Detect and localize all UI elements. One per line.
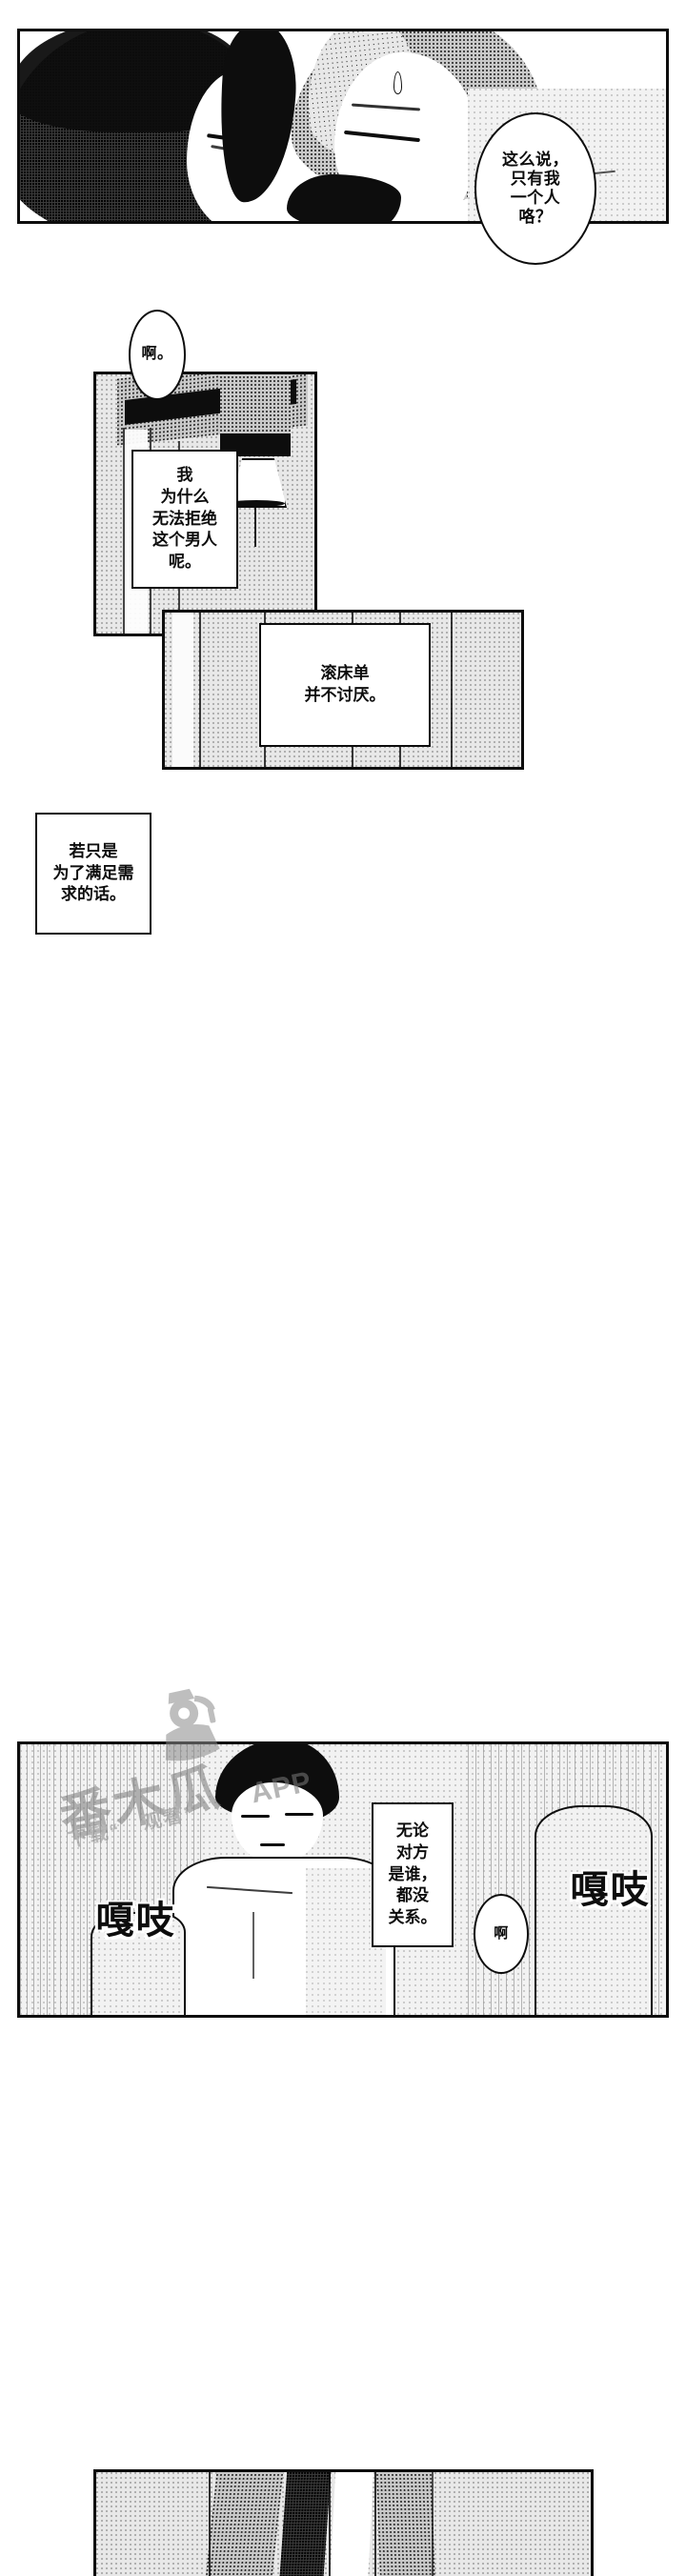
wall-line-w5 [451, 613, 453, 767]
eye-panel4-right [285, 1813, 313, 1816]
sheet-line-c [374, 2472, 376, 2576]
speech-balloon-ah: 啊。 [129, 310, 186, 400]
sheet-line-b [329, 2472, 331, 2576]
sheet-line-d [432, 2472, 434, 2576]
panel-4-man-torso-creak [17, 1741, 669, 2018]
sweat-drop-a [393, 71, 402, 94]
arm-left-panel4 [91, 1912, 186, 2015]
caption-sleeping-together-not-hateful: 滚床单 并不讨厌。 [259, 623, 431, 747]
speech-balloon-so-only-me: 这么说， 只有我 一个人 咯？ [474, 112, 596, 265]
caption-text: 我 为什么 无法拒绝 这个男人 呢。 [152, 465, 217, 572]
lamp-rim [228, 500, 285, 507]
sfx-text: 嘎吱 [95, 1900, 176, 1942]
leg-shadow-b [278, 2472, 332, 2576]
chest-line-panel4 [252, 1912, 254, 1979]
caption-if-only-to-satisfy-needs: 若只是 为了满足需 求的话。 [35, 813, 151, 935]
balloon-text: 啊 [494, 1925, 509, 1942]
shadow-between-bodies [287, 174, 401, 221]
caption-text: 滚床单 并不讨厌。 [304, 664, 386, 704]
panel-5-legs-bedsheet [93, 2469, 594, 2576]
mouth-panel4 [260, 1843, 285, 1846]
balloon-text: 啊。 [141, 346, 173, 363]
panel-1-two-men-close-up [17, 29, 669, 224]
caption-text: 无论 对方 是谁， 都没 关系。 [388, 1821, 437, 1927]
caption-why-cant-refuse: 我 为什么 无法拒绝 这个男人 呢。 [131, 450, 238, 589]
wall-line-w1 [199, 613, 201, 767]
eye-panel4-left [241, 1815, 270, 1818]
sfx-creak-left: 嘎吱 [46, 1846, 175, 1987]
caption-whoever-it-is-doesnt-matter: 无论 对方 是谁， 都没 关系。 [372, 1802, 454, 1947]
lamp-cord [254, 507, 256, 547]
sheet-fold-a [375, 2472, 436, 2576]
leg-shadow-a [204, 2472, 284, 2576]
caption-text: 若只是 为了满足需 求的话。 [52, 841, 134, 904]
wall-line-1 [123, 428, 125, 634]
arm-right-panel4 [535, 1805, 653, 2015]
leg-highlight [329, 2472, 374, 2576]
speech-balloon-ah-small: 啊 [474, 1894, 529, 1974]
wall-highlight-wide [172, 613, 193, 767]
sfx-creak-right: 嘎吱 [520, 1816, 650, 1957]
sfx-text: 嘎吱 [570, 1869, 651, 1911]
face-panel4 [232, 1782, 323, 1864]
balloon-text: 这么说， 只有我 一个人 咯？ [502, 150, 569, 227]
sheet-line-a [209, 2472, 211, 2576]
